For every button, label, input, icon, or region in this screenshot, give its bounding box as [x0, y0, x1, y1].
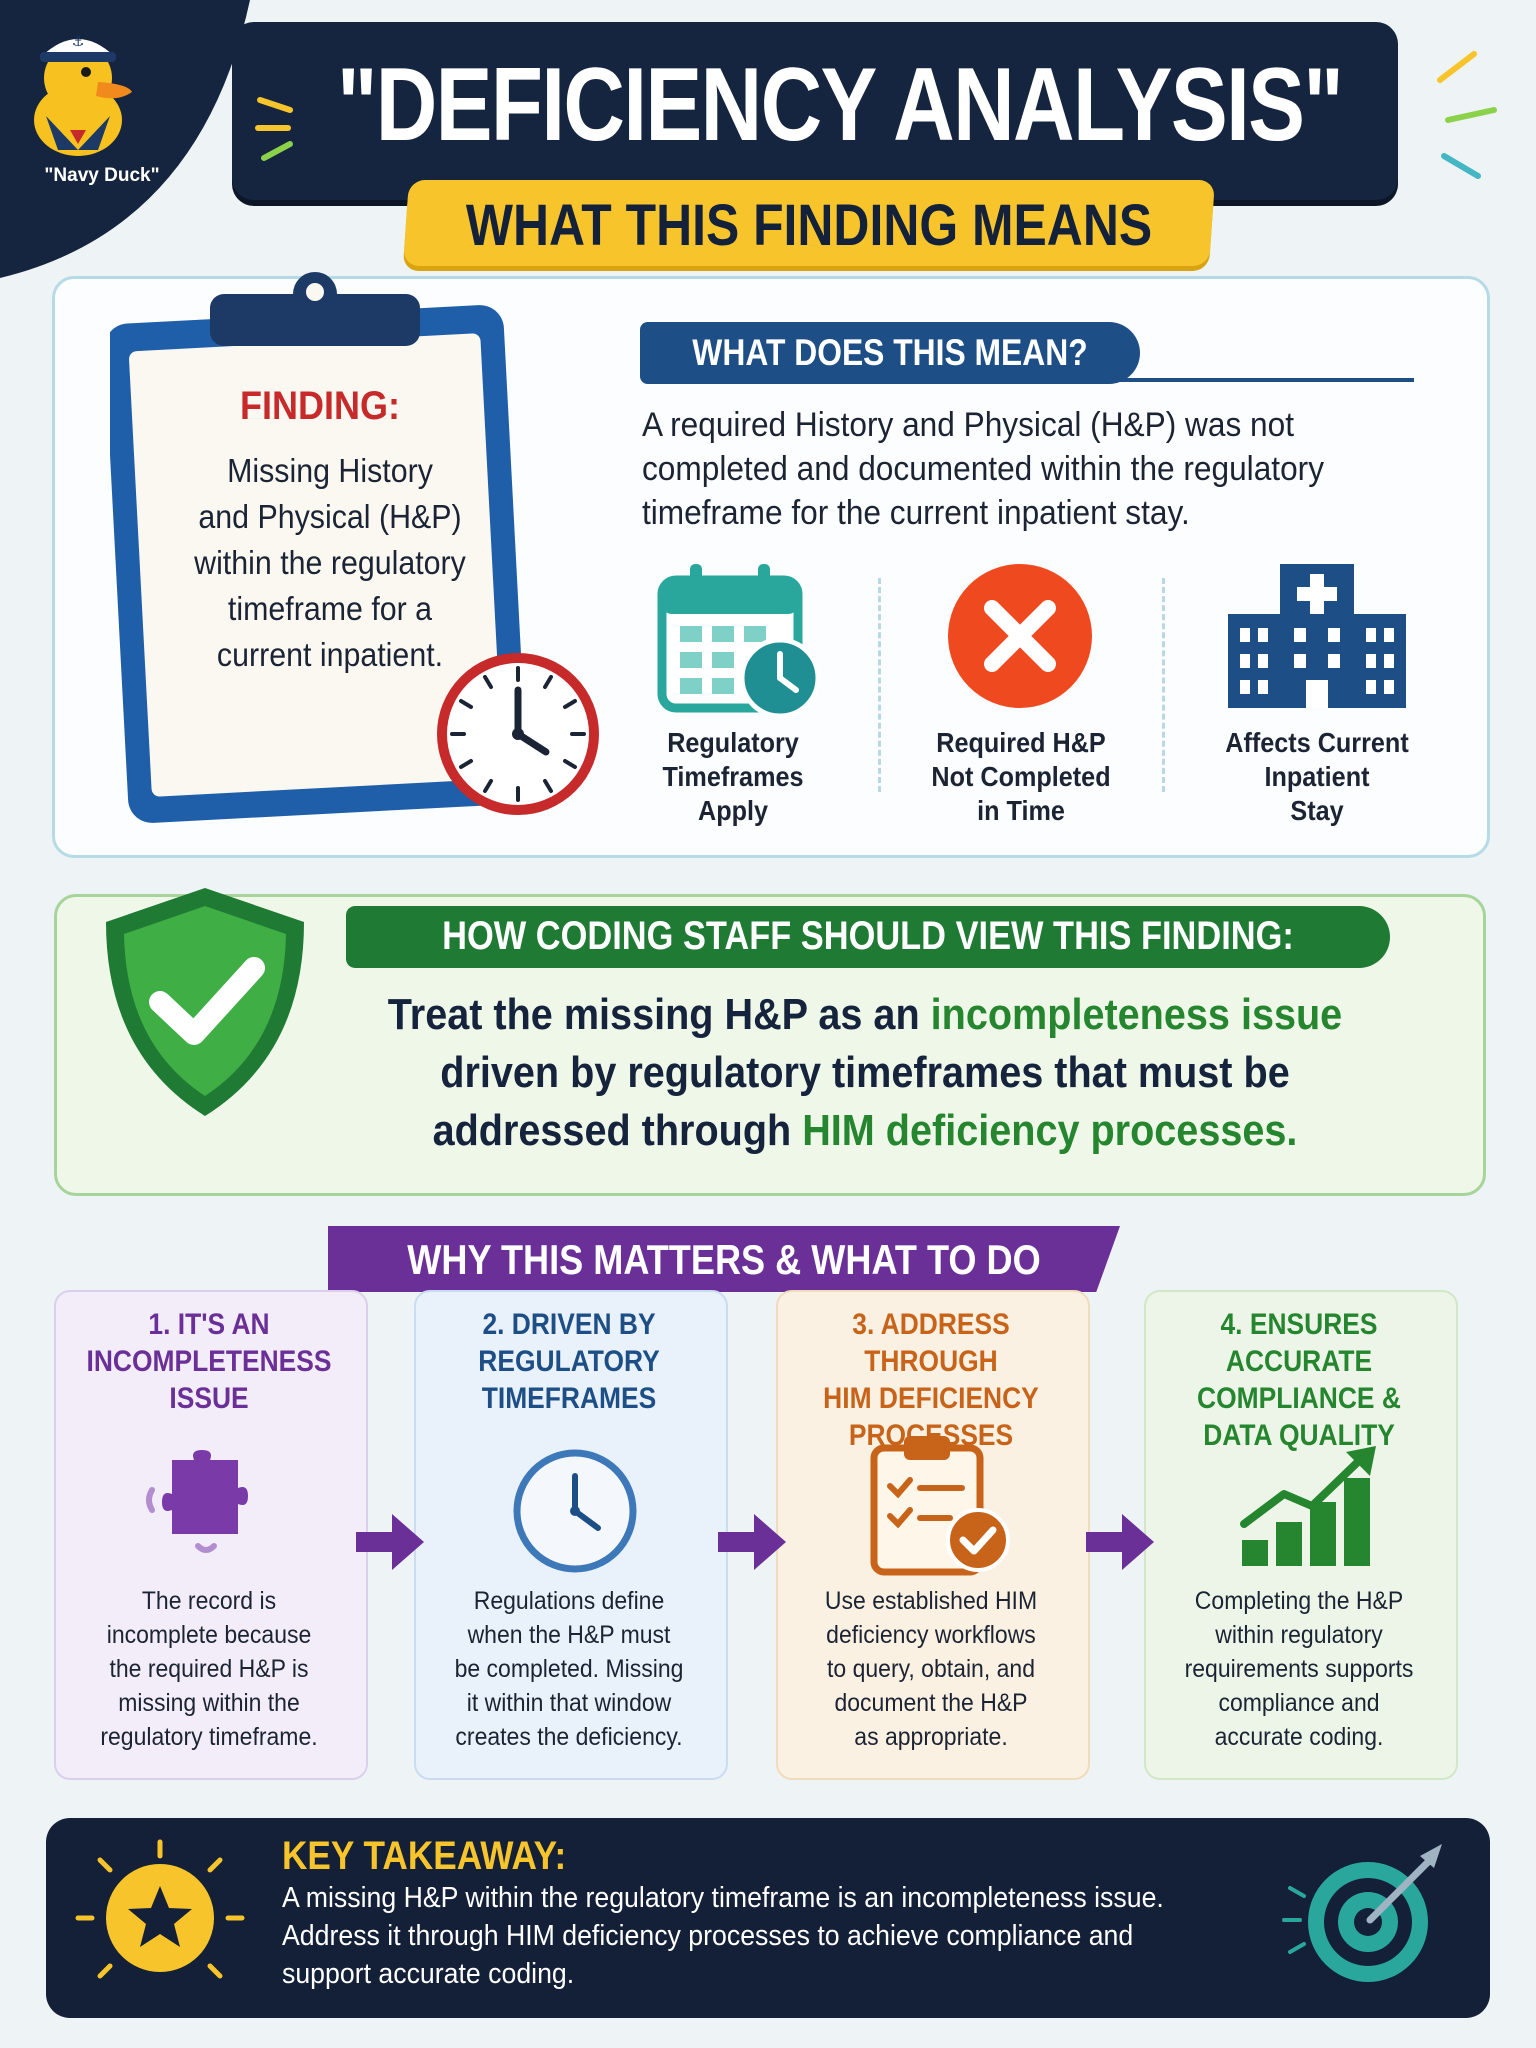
divider — [1162, 578, 1165, 792]
mascot-label: "Navy Duck" — [44, 165, 160, 186]
card-incompleteness — [54, 1290, 368, 1780]
key-takeaway-line: support accurate coding. — [282, 1958, 575, 1990]
why-heading: WHY THIS MATTERS & WHAT TO DO — [407, 1236, 1041, 1283]
meaning-text-line: completed and documented within the regu… — [642, 450, 1325, 488]
finding-text-line: within the regulatory — [194, 544, 466, 581]
svg-text:⚓: ⚓ — [72, 34, 85, 50]
title-banner — [232, 22, 1398, 200]
coding-view-heading-bar — [346, 906, 1390, 968]
coding-view-line-3: addressed through HIM deficiency process… — [432, 1106, 1298, 1155]
page-subtitle: WHAT THIS FINDING MEANS — [465, 193, 1153, 258]
key-takeaway-panel — [46, 1818, 1490, 2018]
calendar-clock-icon — [657, 564, 821, 719]
sparkle-left-icon — [255, 97, 293, 161]
heading-underline — [1090, 378, 1414, 382]
x-circle-icon — [948, 564, 1092, 708]
coding-view-heading: HOW CODING STAFF SHOULD VIEW THIS FINDIN… — [442, 914, 1294, 958]
finding-text-line: timeframe for a — [227, 590, 433, 627]
meaning-heading-bar — [640, 322, 1140, 384]
key-takeaway-line: A missing H&P within the regulatory time… — [282, 1882, 1164, 1914]
meaning-text-line: timeframe for the current inpatient stay… — [642, 494, 1190, 532]
checklist-clipboard-icon — [870, 1436, 1010, 1576]
why-heading-bar — [328, 1226, 1120, 1292]
alarm-clock-icon — [437, 653, 599, 815]
hospital-icon — [1228, 564, 1406, 708]
corner-badge: ⚓ — [0, 0, 250, 278]
coding-view-line-2: driven by regulatory timeframes that mus… — [440, 1048, 1290, 1097]
key-takeaway-line: Address it through HIM deficiency proces… — [282, 1920, 1134, 1952]
key-takeaway-title: KEY TAKEAWAY: — [282, 1834, 567, 1878]
coding-view-line-1: Treat the missing H&P as an incompletene… — [387, 990, 1343, 1039]
clipboard-icon — [110, 272, 528, 823]
growth-chart-icon — [1240, 1446, 1376, 1566]
clock-icon — [513, 1449, 637, 1573]
finding-text-line: current inpatient. — [216, 636, 444, 673]
target-arrow-icon — [1282, 1844, 1442, 1982]
finding-title: FINDING: — [239, 384, 400, 428]
navy-duck-mascot-icon: ⚓ — [34, 34, 132, 156]
page-title: "DEFICIENCY ANALYSIS" — [336, 47, 1344, 163]
puzzle-piece-icon — [146, 1450, 248, 1553]
star-badge-icon — [75, 1839, 245, 1979]
meaning-text-line: A required History and Physical (H&P) wa… — [642, 406, 1295, 444]
arrow-right-icon — [356, 1514, 424, 1570]
arrow-right-icon — [1086, 1514, 1154, 1570]
finding-text-line: and Physical (H&P) — [198, 498, 462, 535]
finding-text-line: Missing History — [227, 452, 433, 489]
arrow-right-icon — [718, 1514, 786, 1570]
sparkle-right-icon — [1437, 51, 1497, 179]
shield-check-icon — [106, 888, 304, 1116]
meaning-heading: WHAT DOES THIS MEAN? — [692, 332, 1088, 373]
divider — [878, 578, 881, 792]
